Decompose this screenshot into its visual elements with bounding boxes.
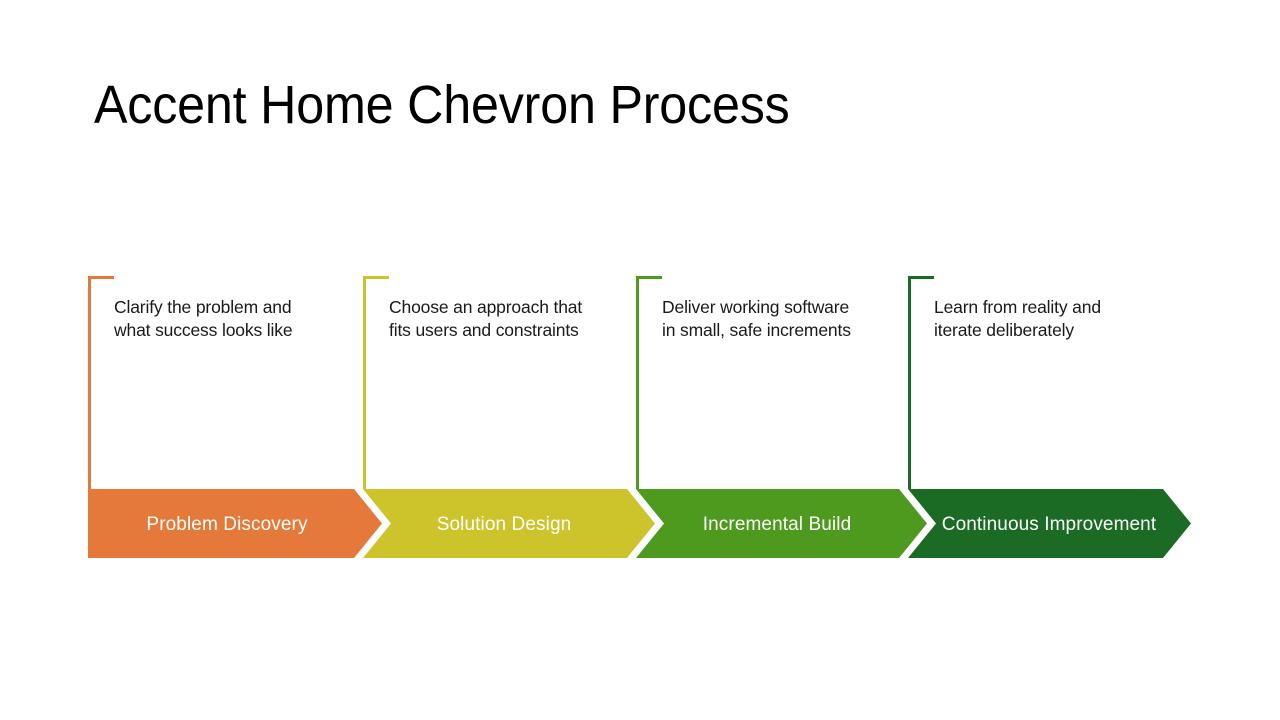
chevron-shape-3[interactable] — [636, 489, 927, 558]
chevron-label-1: Problem Discovery — [146, 514, 308, 535]
bracket-horizontal-stub — [88, 276, 114, 279]
stage-description-1: Clarify the problem and what success loo… — [114, 296, 344, 342]
page-title: Accent Home Chevron Process — [94, 75, 790, 135]
stage-description-line-2: fits users and constraints — [389, 320, 579, 340]
stage-description-line-2: in small, safe increments — [662, 320, 851, 340]
accent-bracket-2 — [363, 276, 389, 489]
chevron-label-3: Incremental Build — [703, 514, 852, 535]
accent-bracket-4 — [908, 276, 934, 489]
chevron-stage-2[interactable]: Solution Design — [363, 489, 655, 558]
chevron-stage-4[interactable]: Continuous Improvement — [908, 489, 1191, 558]
bracket-vertical-rule — [88, 276, 91, 489]
chevron-label-4: Continuous Improvement — [942, 514, 1157, 535]
accent-bracket-1 — [88, 276, 114, 489]
stage-description-line-1: Learn from reality and — [934, 297, 1101, 317]
bracket-horizontal-stub — [363, 276, 389, 279]
chevron-stage-3[interactable]: Incremental Build — [636, 489, 927, 558]
bracket-horizontal-stub — [636, 276, 662, 279]
bracket-horizontal-stub — [908, 276, 934, 279]
bracket-vertical-rule — [908, 276, 911, 489]
stage-description-line-2: what success looks like — [114, 320, 293, 340]
stage-description-line-1: Choose an approach that — [389, 297, 583, 317]
chevron-shape-1[interactable] — [88, 489, 382, 558]
bracket-vertical-rule — [363, 276, 366, 489]
chevron-shape-2[interactable] — [363, 489, 655, 558]
chevron-shape-4[interactable] — [908, 489, 1191, 558]
stage-description-3: Deliver working software in small, safe … — [662, 296, 892, 342]
stage-description-line-1: Deliver working software — [662, 297, 850, 317]
chevron-stage-1[interactable]: Problem Discovery — [88, 489, 382, 558]
stage-description-line-2: iterate deliberately — [934, 320, 1074, 340]
bracket-vertical-rule — [636, 276, 639, 489]
stage-description-2: Choose an approach that fits users and c… — [389, 296, 619, 342]
stage-description-line-1: Clarify the problem and — [114, 297, 292, 317]
chevron-label-2: Solution Design — [437, 514, 572, 535]
accent-bracket-3 — [636, 276, 662, 489]
stage-description-4: Learn from reality and iterate deliberat… — [934, 296, 1164, 342]
